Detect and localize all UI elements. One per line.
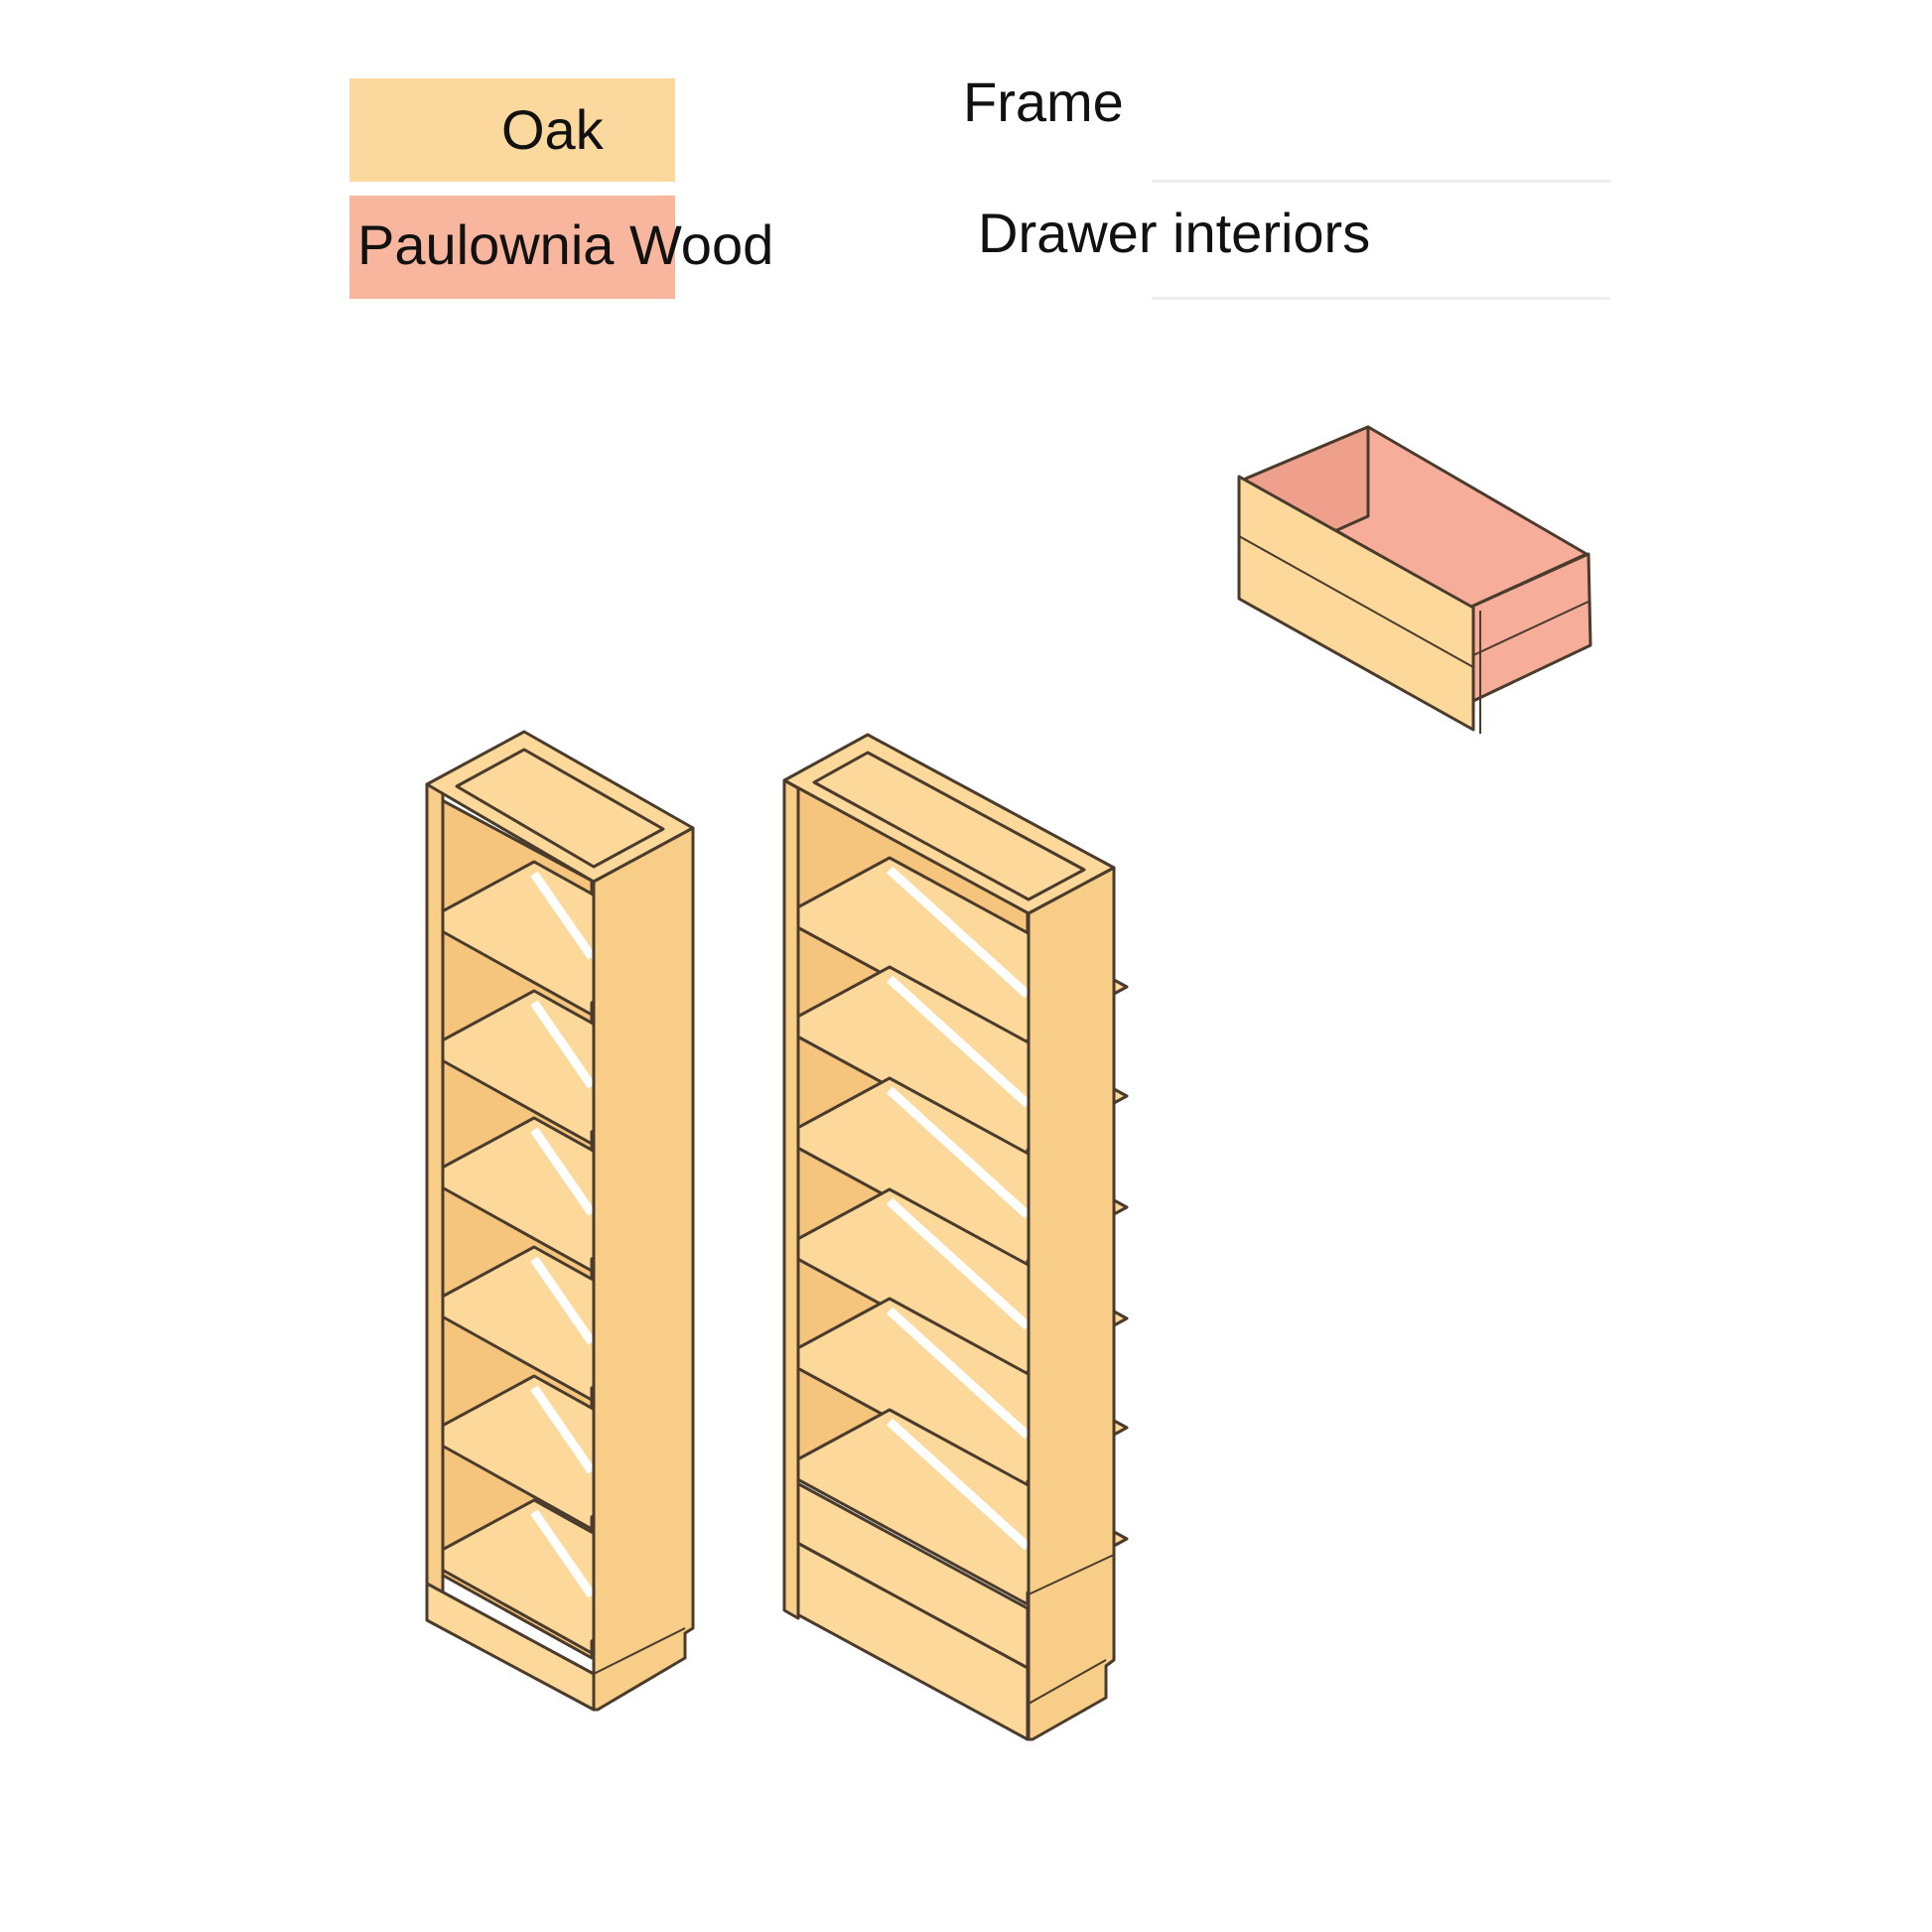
narrow-bookcase-shelves <box>433 860 693 1655</box>
wide-bookcase-shelf-slot <box>886 1418 1032 1551</box>
oak-material-label: Oak <box>501 98 604 161</box>
drawer-front-groove <box>1238 535 1474 668</box>
paulownia-material-label: Paulownia Wood <box>357 213 774 276</box>
narrow-bookcase-shelf-slot <box>530 1127 596 1216</box>
wide-bookcase-shelf-slot <box>886 866 1032 999</box>
wide-bookcase-side-panel <box>1027 866 1116 1741</box>
narrow-bookcase-side-panel <box>592 826 695 1712</box>
wide-bookcase-plinth-line <box>1028 1554 1115 1595</box>
legend-divider <box>1152 180 1610 183</box>
wide-bookcase-shelf-slot <box>886 1197 1032 1330</box>
frame-usage-label: Frame <box>963 70 1124 133</box>
narrow-bookcase-top-inner <box>455 748 665 869</box>
legend-divider <box>1152 297 1610 300</box>
drawer-side-groove <box>1472 600 1591 656</box>
narrow-bookcase-shelf-slot <box>530 1385 596 1474</box>
oak-swatch <box>349 78 675 182</box>
wide-bookcase-shelf-slot <box>886 1307 1032 1440</box>
drawer <box>1237 425 1592 734</box>
narrow-bookcase-left-edge <box>425 782 445 1622</box>
narrow-bookcase-shelf-slot <box>530 1256 596 1345</box>
narrow-bookcase-plinth-line <box>593 1627 686 1675</box>
paulownia-swatch <box>349 196 675 299</box>
wide-bookcase <box>782 733 1129 1741</box>
narrow-bookcase <box>425 730 695 1712</box>
narrow-bookcase-shelf-slot <box>530 871 596 960</box>
wide-bookcase-shelf-slot <box>886 1086 1032 1219</box>
narrow-bookcase-shelf-slot <box>530 1000 596 1089</box>
wide-bookcase-top-inner <box>812 751 1086 901</box>
wide-bookcase-shelf-slot <box>886 975 1032 1108</box>
narrow-bookcase-shelf-slot <box>530 1509 596 1598</box>
drawer-interiors-usage-label: Drawer interiors <box>978 202 1371 264</box>
wide-bookcase-base-line <box>1028 1659 1107 1705</box>
wide-bookcase-left-edge <box>782 778 800 1620</box>
